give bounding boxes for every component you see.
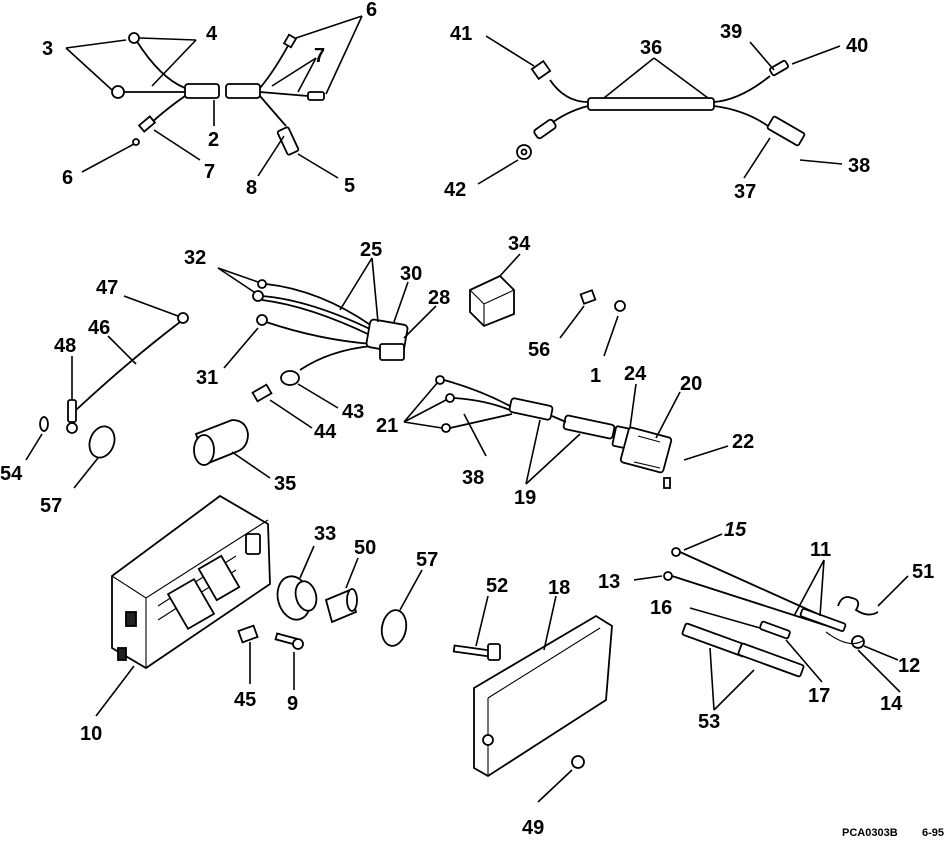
label-11: 11: [810, 539, 831, 561]
label-57-left: 57: [40, 495, 62, 517]
label-35: 35: [274, 473, 296, 495]
washer-57-right: [380, 569, 423, 647]
leader-12: [863, 645, 899, 661]
cover-18: [473, 595, 613, 778]
bushing-33: [276, 545, 318, 621]
harness-11: [633, 533, 865, 649]
label-19: 19: [514, 487, 536, 509]
washer-57-left: [73, 425, 116, 489]
label-2: 2: [208, 129, 219, 151]
label-39: 39: [720, 21, 742, 43]
label-12: 12: [898, 655, 920, 677]
label-25: 25: [360, 239, 382, 261]
label-34: 34: [508, 233, 531, 255]
screw-9: [274, 632, 304, 690]
label-6-left: 6: [62, 167, 73, 189]
label-4: 4: [206, 23, 218, 45]
label-52: 52: [486, 575, 508, 597]
label-38-top: 38: [848, 155, 870, 177]
label-18: 18: [548, 577, 570, 599]
label-10: 10: [80, 723, 102, 745]
spacer-50: [324, 557, 359, 624]
label-37: 37: [734, 181, 756, 203]
footer-code: PCA0303B: [842, 827, 898, 839]
label-43: 43: [342, 401, 364, 423]
label-17: 17: [808, 685, 830, 707]
leader-14: [857, 649, 901, 693]
terminal-44: [251, 383, 313, 429]
label-15: 15: [724, 519, 747, 541]
label-56: 56: [528, 339, 550, 361]
label-40: 40: [846, 35, 868, 57]
label-3: 3: [42, 38, 53, 60]
label-5: 5: [344, 175, 355, 197]
label-9: 9: [287, 693, 298, 715]
label-30: 30: [400, 263, 422, 285]
label-33: 33: [314, 523, 336, 545]
label-14: 14: [880, 693, 903, 715]
label-45: 45: [234, 689, 256, 711]
label-6-top: 6: [366, 0, 377, 21]
harness-36: [477, 35, 843, 185]
ground-strap-46: [66, 295, 189, 434]
label-46: 46: [88, 317, 110, 339]
label-41: 41: [450, 23, 472, 45]
part-54: [25, 416, 49, 461]
label-44: 44: [314, 421, 337, 443]
label-8: 8: [246, 177, 257, 199]
label-1: 1: [590, 365, 601, 387]
relay-34: [469, 253, 521, 328]
label-47: 47: [96, 277, 118, 299]
label-20: 20: [680, 373, 702, 395]
harness-2: [65, 15, 363, 179]
terminal-16-17: [689, 607, 823, 683]
label-31: 31: [196, 367, 218, 389]
sleeve-35: [193, 419, 271, 479]
label-57-right: 57: [416, 549, 438, 571]
grommet-43: [280, 370, 339, 409]
clip-51: [837, 575, 909, 616]
label-50: 50: [354, 537, 376, 559]
label-7-top: 7: [314, 45, 325, 67]
label-48: 48: [54, 335, 76, 357]
label-32: 32: [184, 247, 206, 269]
label-49: 49: [522, 817, 544, 839]
tubing-53: [681, 622, 805, 711]
label-7-bottom: 7: [204, 161, 215, 183]
label-22: 22: [732, 431, 754, 453]
label-51: 51: [912, 561, 934, 583]
label-38-mid: 38: [462, 467, 484, 489]
harness-25: [217, 257, 437, 371]
footer-date: 6-95: [922, 827, 944, 839]
label-42: 42: [444, 179, 466, 201]
bolt-52: [452, 595, 501, 661]
label-54: 54: [0, 463, 23, 485]
label-13: 13: [598, 571, 620, 593]
label-16: 16: [650, 597, 672, 619]
harness-19: [403, 375, 729, 489]
label-28: 28: [428, 287, 450, 309]
control-box-10: [95, 494, 271, 717]
screw-49: [537, 755, 585, 803]
label-53: 53: [698, 711, 720, 733]
label-36: 36: [640, 37, 662, 59]
clip-56: [559, 289, 597, 339]
label-24: 24: [624, 363, 647, 385]
clip-45: [237, 624, 259, 684]
screw-1: [603, 300, 626, 357]
label-21: 21: [376, 415, 398, 437]
